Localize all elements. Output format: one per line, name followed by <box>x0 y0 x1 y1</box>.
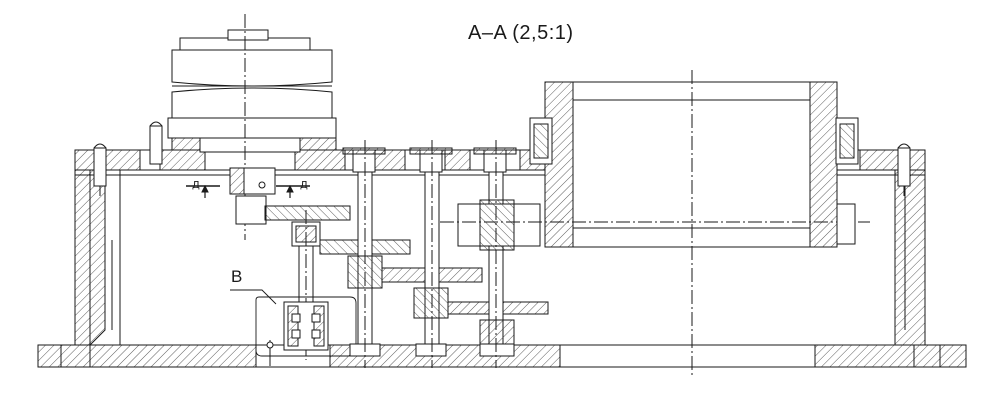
input-shaft <box>229 167 351 225</box>
section-mark-left <box>186 184 220 198</box>
detail-callout-label: B <box>231 267 243 286</box>
housing-right-wall <box>894 149 926 346</box>
intermediate-shaft-2 <box>342 140 483 368</box>
bolt-left <box>93 143 107 196</box>
intermediate-shaft-3 <box>409 140 549 368</box>
output-drum <box>440 70 870 375</box>
section-title: A–A (2,5:1) <box>468 22 574 44</box>
intermediate-shaft-1 <box>291 210 411 360</box>
motor-housing <box>167 14 337 240</box>
section-mark-right <box>276 184 310 198</box>
section-mark-label-right: Д <box>300 180 308 191</box>
bearing-assembly-b <box>230 289 357 366</box>
section-mark-label-left: Д <box>192 180 200 191</box>
bolt-right <box>897 143 911 196</box>
intermediate-shaft-4 <box>457 140 541 368</box>
bolt-left-2 <box>149 121 163 165</box>
